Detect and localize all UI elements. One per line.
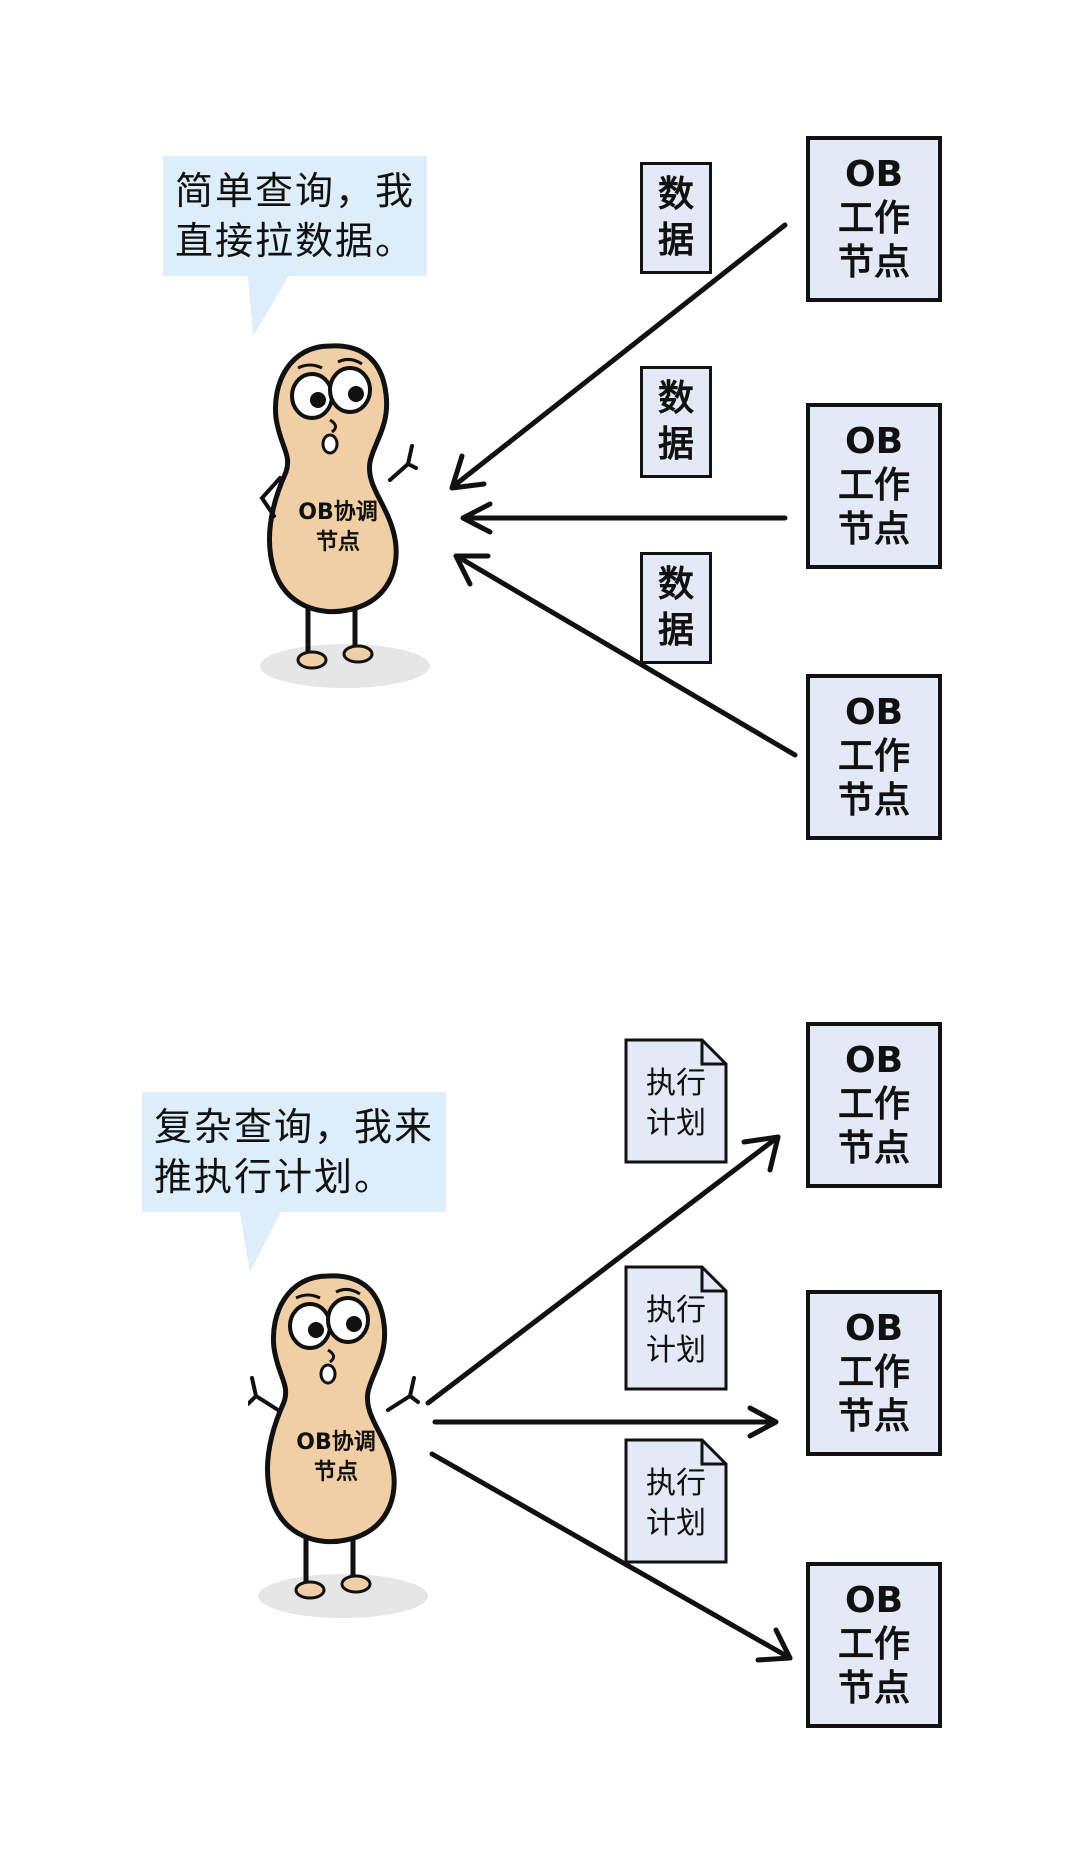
execution-plan-line: 执行 <box>646 1293 706 1328</box>
simple-query-panel: 简单查询，我 直接拉数据。 OB协调 节点 <box>0 0 1080 900</box>
peanut-character-icon <box>259 343 430 688</box>
execution-plan-line: 计划 <box>646 1506 706 1541</box>
coordinator-figure: OB协调 节点 <box>246 1268 448 1618</box>
execution-plan-document: 执行 计划 <box>624 1438 728 1564</box>
coordinator-label-line: OB协调 <box>298 500 378 525</box>
worker-node-line: 工作 <box>837 198 910 239</box>
arrowhead-3 <box>453 553 491 587</box>
speech-line: 推执行计划。 <box>154 1155 395 1199</box>
worker-node-box: OB 工作 节点 <box>806 1022 942 1188</box>
worker-node-box: OB 工作 节点 <box>806 1290 942 1456</box>
worker-node-line: 节点 <box>837 509 910 550</box>
worker-node-line: 节点 <box>837 780 910 821</box>
arrowhead-2 <box>460 501 493 535</box>
coordinator-figure: OB协调 节点 <box>250 338 450 688</box>
execution-plan-label: 执行 计划 <box>624 1291 728 1371</box>
data-card-char: 数 <box>657 174 694 215</box>
arrow-from-worker-3 <box>457 555 798 758</box>
plan-flow-arrows <box>425 1134 793 1663</box>
worker-node-line: 工作 <box>837 736 910 777</box>
worker-node-line: OB <box>844 421 904 462</box>
data-card: 数 据 <box>640 162 712 274</box>
worker-node-line: OB <box>844 1580 904 1621</box>
arrowhead-1 <box>741 1134 781 1173</box>
execution-plan-label: 执行 计划 <box>624 1064 728 1144</box>
arrow-from-worker-1 <box>452 222 788 488</box>
worker-node-line: 工作 <box>837 1352 910 1393</box>
data-card-char: 数 <box>657 378 694 419</box>
coordinator-label: OB协调 节点 <box>276 1428 396 1488</box>
worker-node-line: OB <box>844 154 904 195</box>
worker-node-box: OB 工作 节点 <box>806 136 942 302</box>
document-icon <box>624 1038 728 1164</box>
complex-query-panel: 复杂查询，我来 推执行计划。 OB协调 节点 <box>0 930 1080 1866</box>
worker-node-line: OB <box>844 692 904 733</box>
execution-plan-line: 计划 <box>646 1106 706 1141</box>
execution-plan-line: 计划 <box>646 1333 706 1368</box>
execution-plan-label: 执行 计划 <box>624 1464 728 1544</box>
speech-line: 简单查询，我 <box>175 169 416 213</box>
worker-node-line: 节点 <box>837 1668 910 1709</box>
data-card: 数 据 <box>640 552 712 664</box>
worker-node-line: 工作 <box>837 1084 910 1125</box>
arrow-to-worker-1 <box>425 1134 781 1406</box>
worker-node-line: OB <box>844 1040 904 1081</box>
worker-node-line: 节点 <box>837 1128 910 1169</box>
peanut-character-icon <box>246 1273 428 1618</box>
coordinator-label-line: OB协调 <box>296 1430 376 1455</box>
data-card: 数 据 <box>640 366 712 478</box>
speech-line: 复杂查询，我来 <box>154 1105 435 1149</box>
arrowhead-2 <box>747 1405 779 1439</box>
document-icon <box>624 1265 728 1391</box>
worker-node-line: 节点 <box>837 1396 910 1437</box>
worker-node-box: OB 工作 节点 <box>806 403 942 569</box>
worker-node-line: 节点 <box>837 242 910 283</box>
execution-plan-document: 执行 计划 <box>624 1038 728 1164</box>
worker-node-box: OB 工作 节点 <box>806 674 942 840</box>
arrow-to-worker-3 <box>429 1451 793 1661</box>
worker-node-line: OB <box>844 1308 904 1349</box>
worker-node-box: OB 工作 节点 <box>806 1562 942 1728</box>
speech-line: 直接拉数据。 <box>175 219 416 263</box>
execution-plan-line: 执行 <box>646 1066 706 1101</box>
coordinator-label-line: 节点 <box>313 1460 358 1485</box>
data-card-char: 据 <box>657 220 694 261</box>
document-icon <box>624 1438 728 1564</box>
execution-plan-line: 执行 <box>646 1466 706 1501</box>
worker-node-line: 工作 <box>837 1624 910 1665</box>
coordinator-label: OB协调 节点 <box>278 498 398 558</box>
data-card-char: 数 <box>657 564 694 605</box>
coordinator-label-line: 节点 <box>315 530 360 555</box>
data-card-char: 据 <box>657 610 694 651</box>
data-flow-arrows <box>449 222 798 758</box>
speech-bubble-simple: 简单查询，我 直接拉数据。 <box>163 156 428 276</box>
arrowhead-1 <box>449 453 487 491</box>
speech-bubble-complex: 复杂查询，我来 推执行计划。 <box>142 1092 447 1212</box>
arrowhead-3 <box>755 1627 793 1663</box>
worker-node-line: 工作 <box>837 465 910 506</box>
data-card-char: 据 <box>657 424 694 465</box>
execution-plan-document: 执行 计划 <box>624 1265 728 1391</box>
